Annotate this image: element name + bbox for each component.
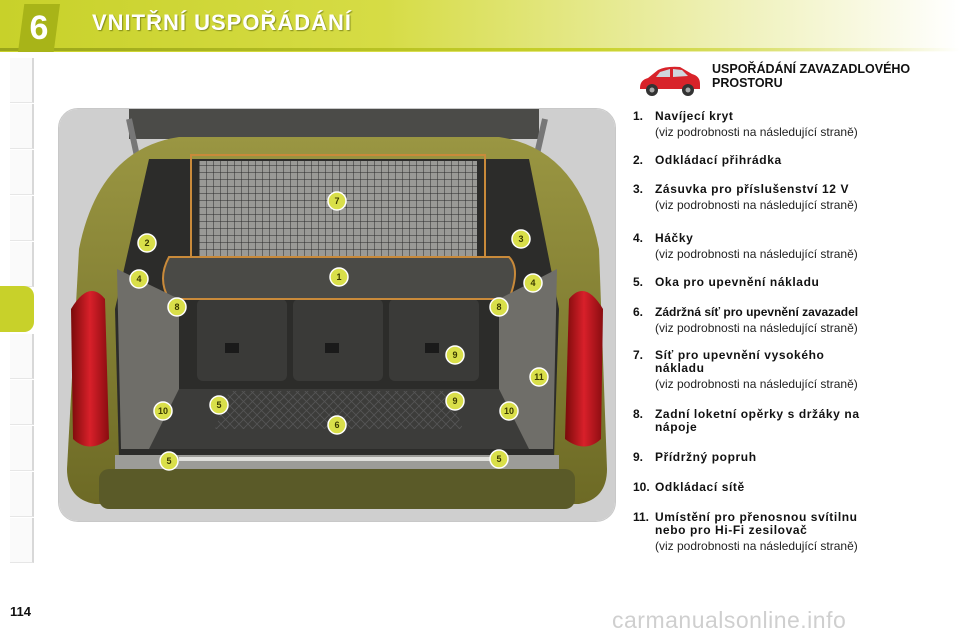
svg-text:3: 3 (518, 234, 523, 244)
svg-text:11: 11 (534, 372, 544, 382)
chapter-tab[interactable] (10, 380, 34, 425)
svg-text:6: 6 (334, 420, 339, 430)
list-item: 2.Odkládací přihrádka (633, 153, 782, 167)
callout-8-right: 8 (489, 297, 509, 317)
chapter-tab[interactable] (10, 196, 34, 241)
chapter-tab[interactable] (10, 426, 34, 471)
callout-10-right: 10 (499, 401, 519, 421)
list-item: 8.Zadní loketní opěrky s držáky na nápoj… (633, 407, 860, 434)
chapter-tab[interactable] (10, 334, 34, 379)
chapter-tab[interactable] (10, 150, 34, 195)
callout-5-floor: 5 (209, 395, 229, 415)
callout-7: 7 (327, 191, 347, 211)
svg-text:5: 5 (216, 400, 221, 410)
callout-4-left: 4 (129, 269, 149, 289)
list-item: 3.Zásuvka pro příslušenství 12 V (viz po… (633, 182, 858, 212)
callout-8-left: 8 (167, 297, 187, 317)
svg-text:10: 10 (158, 406, 168, 416)
callout-4-right: 4 (523, 273, 543, 293)
list-item: 10.Odkládací sítě (633, 480, 745, 494)
callout-5-right: 5 (489, 449, 509, 469)
list-item: 9.Přídržný popruh (633, 450, 757, 464)
callout-6: 6 (327, 415, 347, 435)
callout-9-lower: 9 (445, 391, 465, 411)
svg-text:5: 5 (496, 454, 501, 464)
callout-11: 11 (529, 367, 549, 387)
svg-text:4: 4 (530, 278, 535, 288)
svg-text:9: 9 (452, 350, 457, 360)
chapter-tabs (0, 58, 34, 578)
chapter-tab[interactable] (10, 58, 34, 103)
list-item: 7.Síť pro upevnění vysokého nákladu (viz… (633, 348, 858, 391)
svg-text:10: 10 (504, 406, 514, 416)
list-item: 1.Navíjecí kryt (viz podrobnosti na násl… (633, 109, 858, 139)
chapter-tab-active[interactable] (0, 286, 34, 332)
watermark: carmanualsonline.info (612, 607, 847, 633)
list-item: 11.Umístění pro přenosnou svítilnu nebo … (633, 510, 858, 553)
svg-text:9: 9 (452, 396, 457, 406)
header-underline (0, 48, 960, 51)
list-item: 5.Oka pro upevnění nákladu (633, 275, 820, 289)
chapter-badge: 6 (18, 4, 60, 52)
trunk-photo: 1 2 3 4 4 5 5 6 7 8 8 9 9 10 10 11 5 (58, 108, 616, 522)
chapter-tab[interactable] (10, 104, 34, 149)
list-item: 4.Háčky (viz podrobnosti na následující … (633, 231, 858, 261)
section-title: USPOŘÁDÁNÍ ZAVAZADLOVÉHO PROSTORU (712, 62, 911, 90)
page-title: VNITŘNÍ USPOŘÁDÁNÍ (92, 10, 353, 35)
chapter-tab[interactable] (10, 242, 34, 287)
callout-1: 1 (329, 267, 349, 287)
car-icon (640, 66, 700, 96)
chapter-tab[interactable] (10, 518, 34, 563)
svg-text:2: 2 (144, 238, 149, 248)
page-header (0, 0, 960, 52)
page-number: 114 (10, 604, 31, 619)
callout-2: 2 (137, 233, 157, 253)
list-item: 6.Zádržná síť pro upevnění zavazadel (vi… (633, 305, 859, 335)
callout-5-left: 5 (159, 451, 179, 471)
svg-text:8: 8 (174, 302, 179, 312)
svg-text:7: 7 (334, 196, 339, 206)
svg-text:8: 8 (496, 302, 501, 312)
callout-3: 3 (511, 229, 531, 249)
svg-text:5: 5 (166, 456, 171, 466)
trunk-illustration: 1 2 3 4 4 5 5 6 7 8 8 9 9 10 10 11 5 (59, 109, 615, 521)
callout-10-left: 10 (153, 401, 173, 421)
chapter-tab[interactable] (10, 472, 34, 517)
svg-text:4: 4 (136, 274, 141, 284)
svg-text:1: 1 (336, 272, 341, 282)
callout-9-upper: 9 (445, 345, 465, 365)
